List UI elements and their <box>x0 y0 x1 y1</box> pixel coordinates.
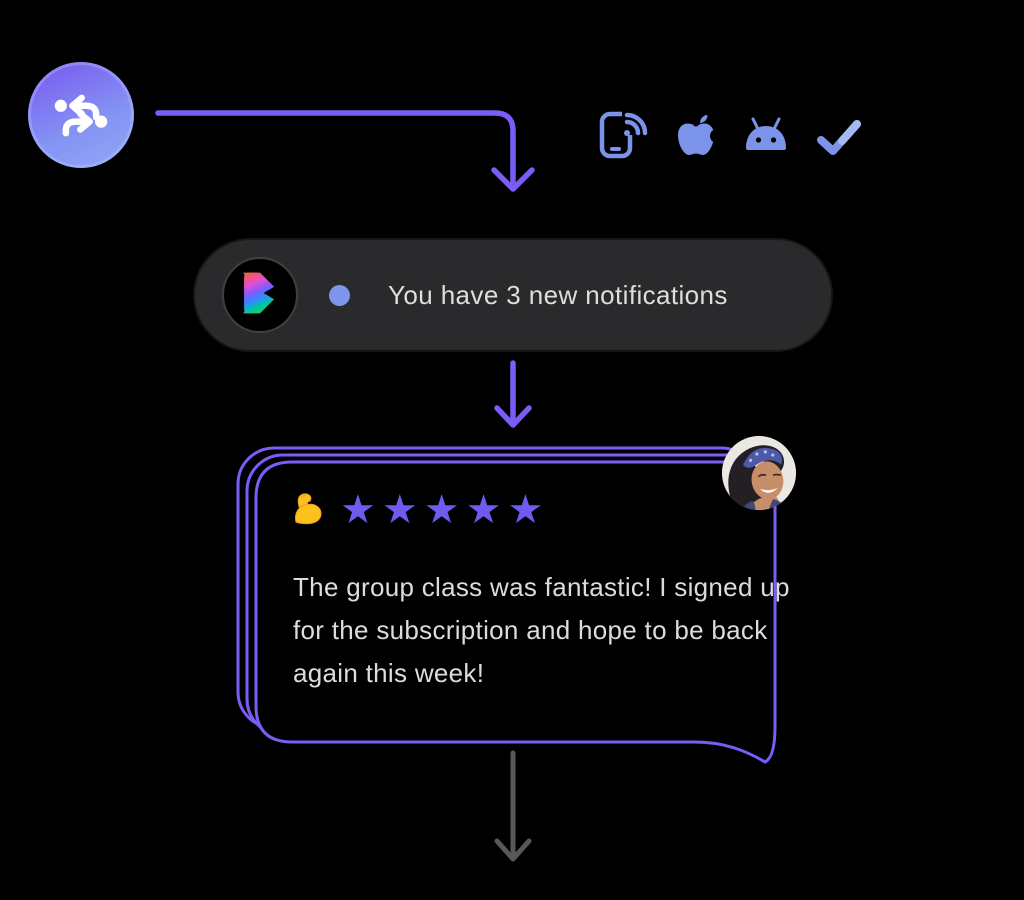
notification-message: You have 3 new notifications <box>388 280 728 310</box>
connector-elbow-arrow <box>155 110 535 192</box>
app-logo-badge <box>222 257 298 333</box>
reviewer-avatar <box>722 436 796 510</box>
star-rating: ★★★★★ <box>340 486 550 533</box>
review-text-line: for the subscription and hope to be back <box>293 615 768 645</box>
android-icon <box>742 116 790 152</box>
flow-arrow-down <box>494 360 532 428</box>
workflow-shuffle-icon <box>45 77 117 154</box>
checkmark-icon <box>816 116 862 158</box>
workflow-node <box>28 62 134 168</box>
rainbow-chevron-app-logo-icon <box>238 270 282 321</box>
review-text: The group class was fantastic! I signed … <box>293 566 790 695</box>
phone-nfc-icon <box>596 106 648 162</box>
flexed-biceps-icon <box>290 492 324 531</box>
apple-icon <box>676 114 716 158</box>
review-rating-row: ★★★★★ <box>290 486 550 533</box>
notification-banner[interactable]: You have 3 new notifications <box>195 240 831 350</box>
review-text-line: The group class was fantastic! I signed … <box>293 572 790 602</box>
unread-dot <box>329 285 350 306</box>
review-text-line: again this week! <box>293 658 485 688</box>
